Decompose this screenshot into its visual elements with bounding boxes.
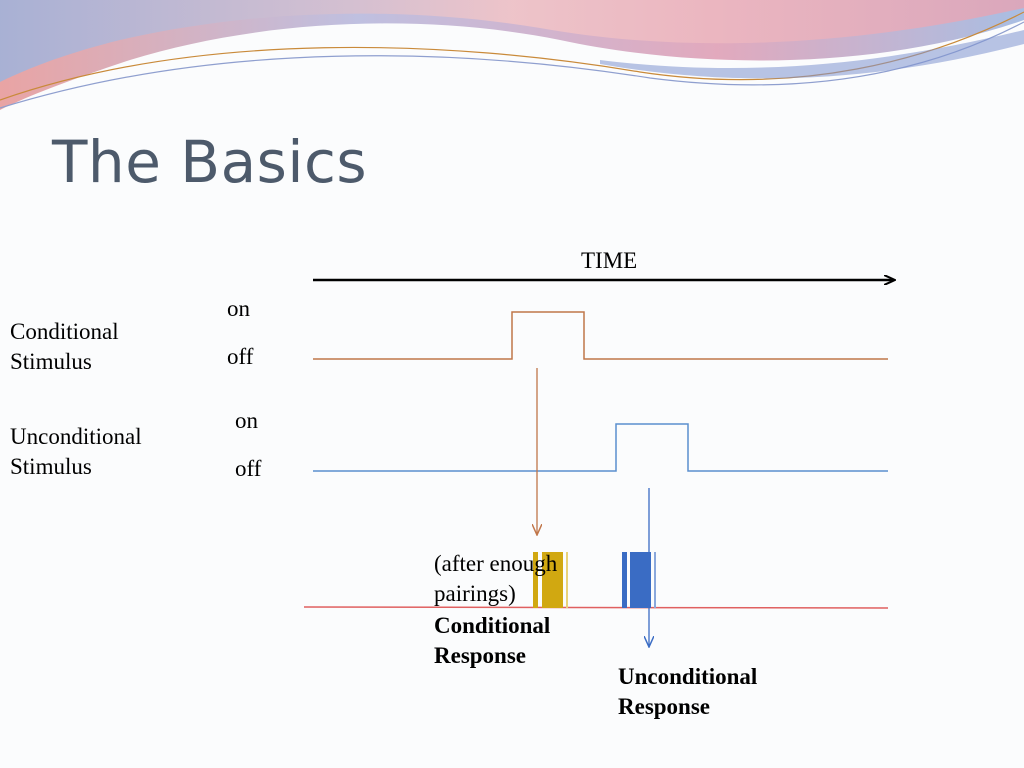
cr-label-line2: Response — [434, 643, 527, 668]
us-label-line2: Stimulus — [10, 454, 92, 479]
unconditional-response-bars — [622, 552, 656, 608]
header-wave-banner — [0, 0, 1024, 110]
cs-label-line2: Stimulus — [10, 349, 92, 374]
ur-label-line2: Response — [618, 694, 711, 719]
ur-label-line1: Unconditional — [618, 664, 758, 689]
cr-label: Conditional Response — [434, 611, 550, 671]
cs-label-line1: Conditional — [10, 319, 119, 344]
ur-label: Unconditional Response — [618, 662, 757, 722]
us-on-label: on — [235, 408, 258, 433]
time-axis-label: TIME — [581, 248, 638, 273]
cs-signal-trace — [313, 311, 888, 360]
cr-note-line2: pairings) — [434, 581, 516, 606]
cr-note-line1: (after enough — [434, 551, 558, 576]
response-baseline — [303, 606, 889, 609]
us-label: Unconditional Stimulus — [10, 422, 142, 482]
slide-title: The Basics — [52, 128, 368, 196]
cr-note: (after enough pairings) — [434, 549, 557, 609]
us-signal-trace — [313, 423, 888, 472]
cr-label-line1: Conditional — [434, 613, 551, 638]
us-off-label: off — [235, 456, 262, 481]
cs-on-label: on — [227, 296, 250, 321]
cs-label: Conditional Stimulus — [10, 317, 119, 377]
cs-off-label: off — [227, 344, 254, 369]
us-label-line1: Unconditional — [10, 424, 142, 449]
conditional-response-bars — [533, 552, 568, 608]
